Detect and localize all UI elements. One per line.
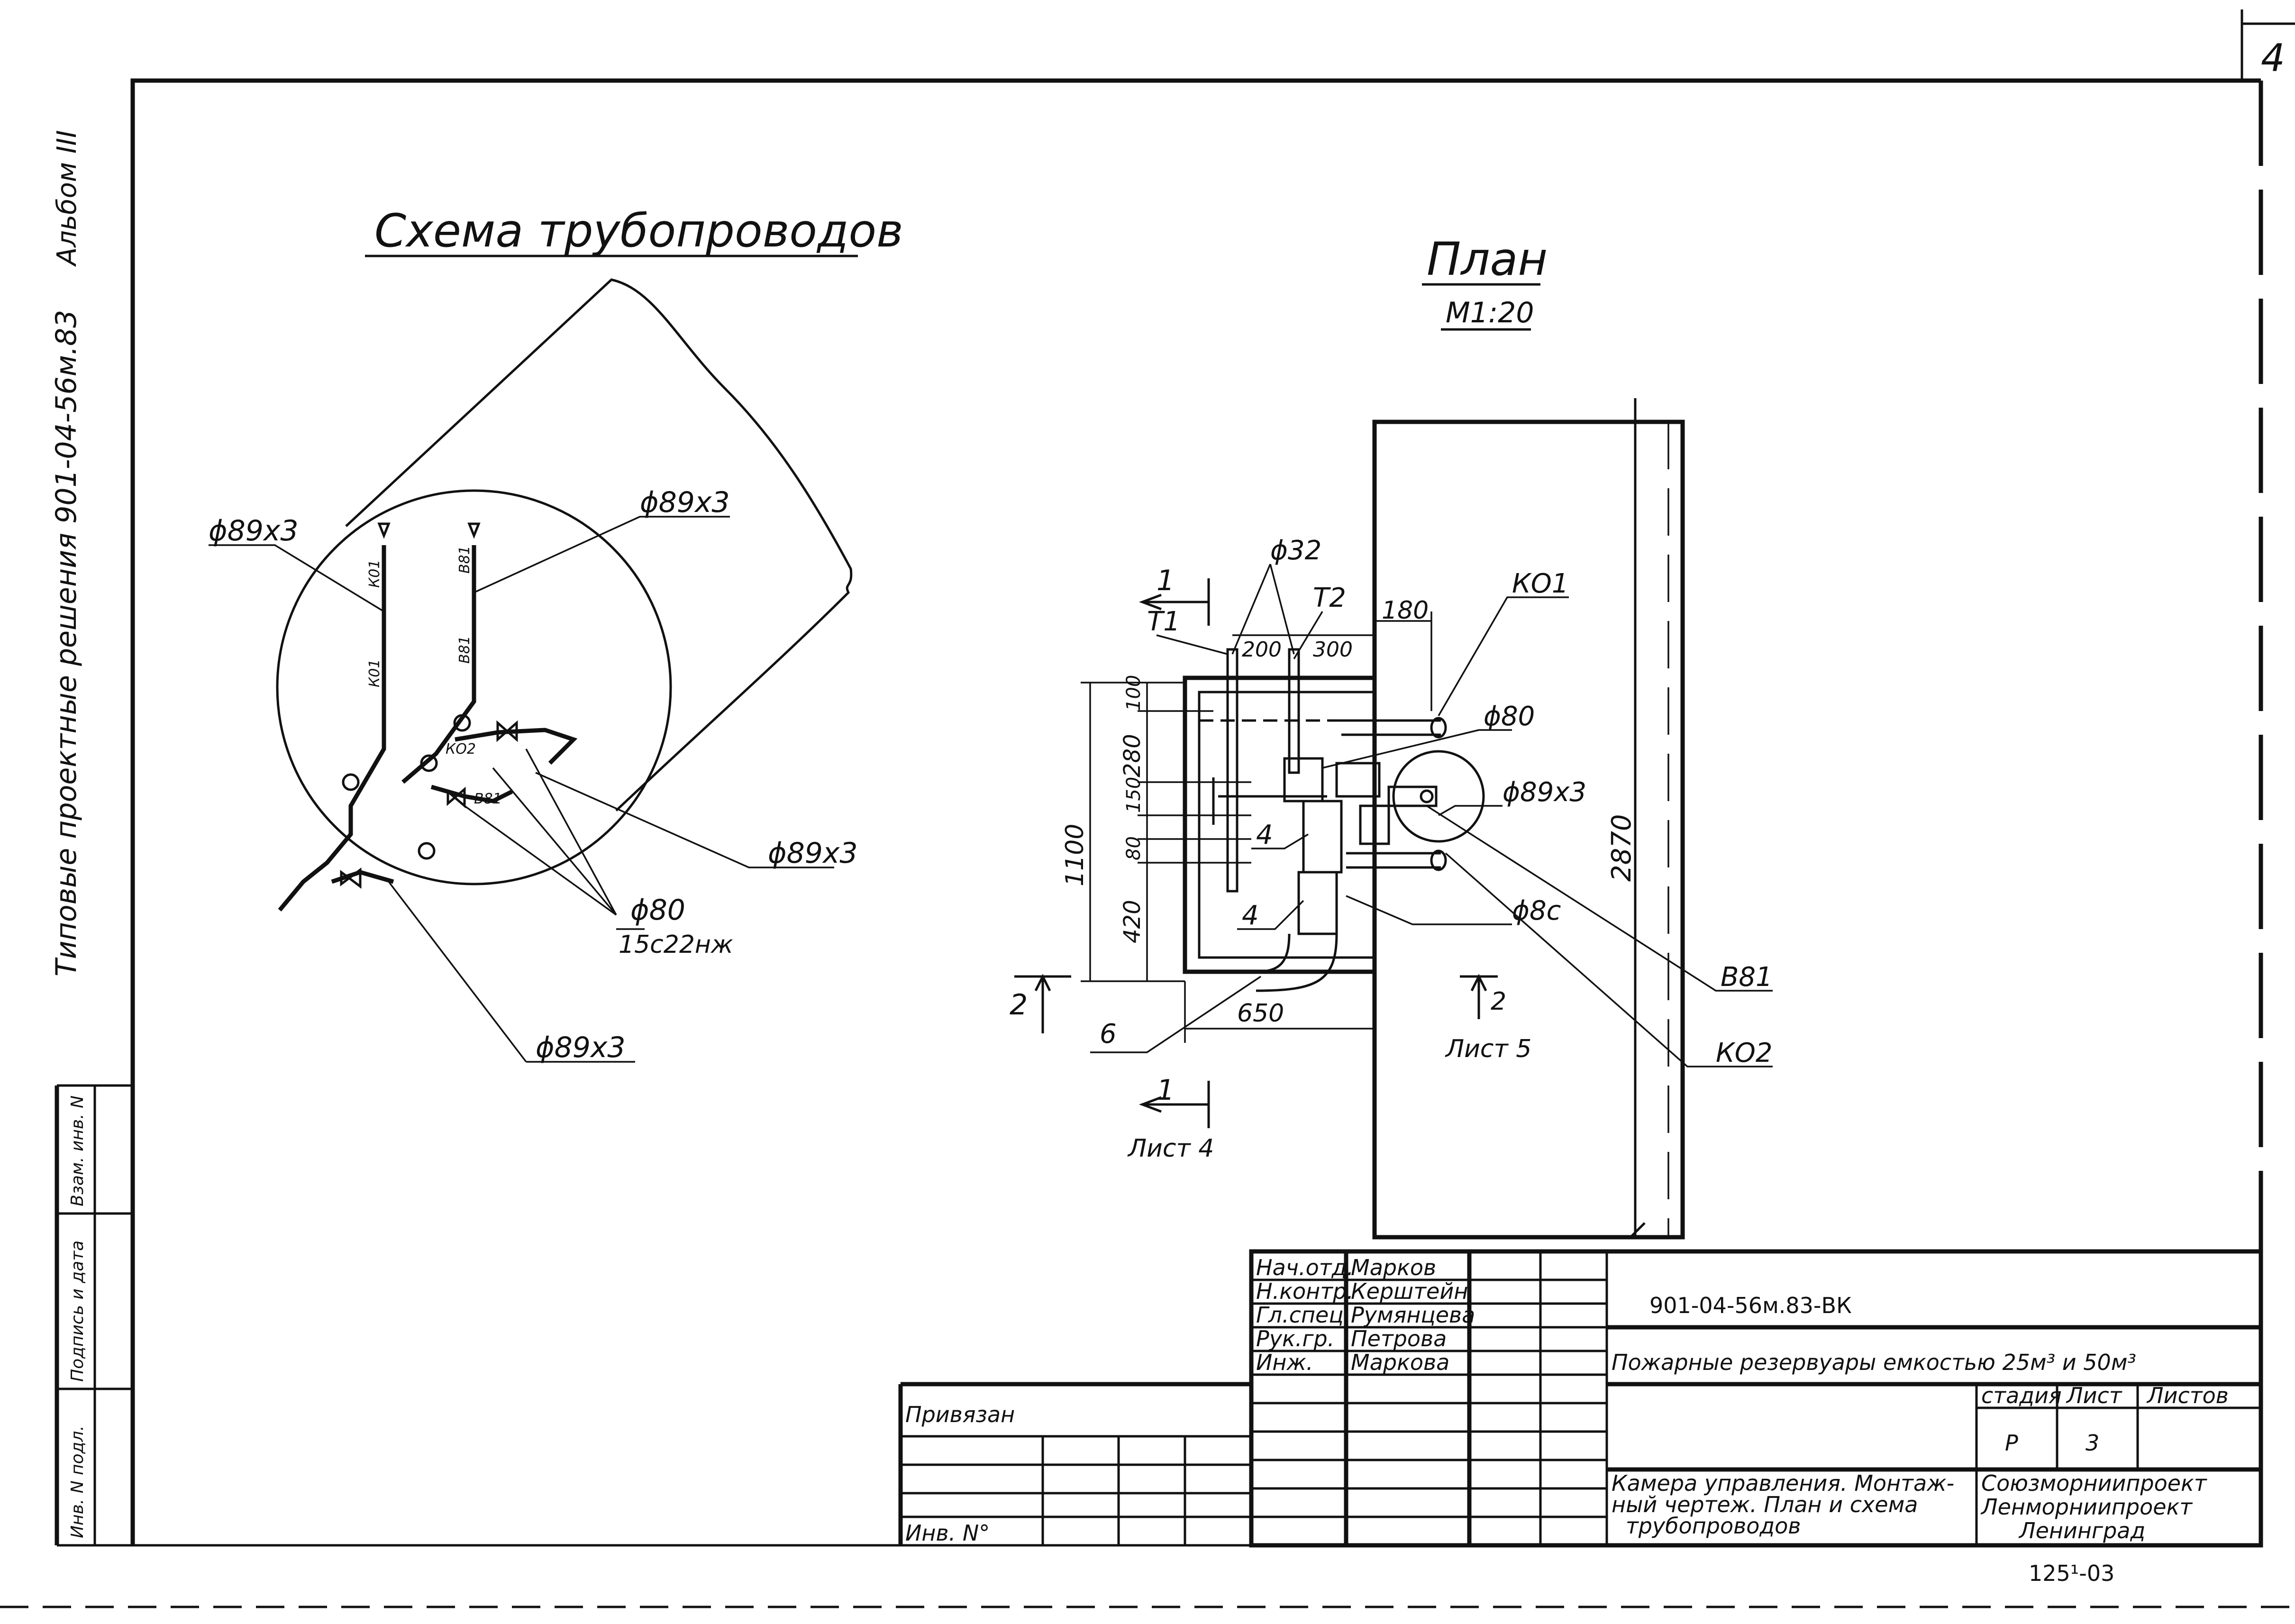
replace-inv-label: Взам. инв. N bbox=[68, 1095, 87, 1206]
title-block-text: Нач.отд. Н.контр. Гл.спец. Рук.гр. Инж. … bbox=[905, 1255, 2229, 1586]
plan-title: План bbox=[1427, 233, 1548, 286]
scheme-label-d89-top: ϕ89x3 bbox=[640, 486, 730, 519]
dim-280: 280 bbox=[1119, 734, 1146, 777]
stage-header: стадия bbox=[1981, 1383, 2062, 1408]
sheet-name-line-3: трубопроводов bbox=[1626, 1513, 1801, 1539]
sheet-value: 3 bbox=[2086, 1430, 2099, 1456]
scheme-pipe-tag: В81 bbox=[456, 636, 473, 664]
scheme-break-line bbox=[345, 278, 853, 812]
name-3: Петрова bbox=[1351, 1326, 1447, 1351]
scheme-circle bbox=[276, 489, 672, 885]
scheme-label-d80: ϕ80 bbox=[630, 894, 685, 927]
plan-label-v81: В81 bbox=[1721, 962, 1773, 993]
sheet-5-ref: Лист 5 bbox=[1445, 1035, 1531, 1063]
scheme-pipe-tag: В81 bbox=[456, 546, 473, 574]
city: Ленинград bbox=[2018, 1518, 2145, 1543]
role-3: Рук.гр. bbox=[1256, 1326, 1334, 1351]
bound-label: Привязан bbox=[905, 1402, 1015, 1427]
dim-180: 180 bbox=[1382, 596, 1429, 625]
section-1-top: 1 bbox=[1157, 564, 1175, 597]
title-block bbox=[898, 1249, 2263, 1548]
scheme-label-d89-bottom: ϕ89x3 bbox=[536, 1031, 626, 1064]
sheet-name-line-1: Камера управления. Монтаж- bbox=[1612, 1470, 1954, 1496]
sheet-corner-number: 4 bbox=[2261, 36, 2285, 80]
inv-label: Инв. N° bbox=[905, 1520, 990, 1546]
plan-label-6: 6 bbox=[1100, 1019, 1117, 1049]
scheme-leaders bbox=[209, 516, 834, 1063]
plan-label-ko2: КО2 bbox=[1716, 1038, 1772, 1068]
project-name: Пожарные резервуары емкостью 25м³ и 50м³ bbox=[1612, 1350, 2136, 1375]
sheets-header: Листов bbox=[2146, 1383, 2229, 1408]
plan-label-t2: Т2 bbox=[1313, 583, 1346, 613]
sheet-header: Лист bbox=[2066, 1383, 2122, 1408]
name-1: Керштейн bbox=[1351, 1278, 1468, 1304]
dim-200: 200 bbox=[1242, 638, 1282, 662]
name-2: Румянцева bbox=[1351, 1302, 1475, 1328]
scheme-pipes bbox=[278, 545, 578, 912]
dim-2870: 2870 bbox=[1606, 814, 1637, 882]
role-2: Гл.спец. bbox=[1256, 1302, 1350, 1328]
section-2-left: 2 bbox=[1010, 988, 1028, 1022]
plan-label-d32: ϕ32 bbox=[1270, 535, 1321, 566]
role-1: Н.контр. bbox=[1256, 1278, 1354, 1304]
plan-scale: М1:20 bbox=[1446, 296, 1534, 329]
scheme-pipe-tag: К01 bbox=[366, 659, 383, 687]
scheme-label-valve: 15с22нж bbox=[619, 931, 733, 959]
sheet-name-line-2: ный чертеж. План и схема bbox=[1612, 1492, 1918, 1517]
org-1: Союзморниипроект bbox=[1981, 1470, 2207, 1496]
plan-pipes bbox=[1212, 648, 1485, 992]
role-4: Инж. bbox=[1256, 1350, 1313, 1375]
plan-label-d80: ϕ80 bbox=[1484, 701, 1535, 732]
plan-label-d89: ϕ89x3 bbox=[1503, 777, 1586, 808]
inv-orig-label: Инв. N подл. bbox=[68, 1425, 87, 1538]
scheme-pipe-tag: В81 bbox=[474, 791, 502, 807]
org-2: Ленморниипроект bbox=[1980, 1494, 2193, 1520]
sheet-code: 125¹-03 bbox=[2029, 1560, 2114, 1586]
role-0: Нач.отд. bbox=[1256, 1255, 1354, 1280]
section-marks bbox=[1014, 578, 1498, 1128]
plan-label-4a: 4 bbox=[1256, 820, 1273, 850]
plan-dimensions bbox=[1081, 611, 1432, 1043]
dim-100: 100 bbox=[1123, 675, 1145, 711]
plan-leaders bbox=[1090, 564, 1773, 1067]
plan-label-t1: Т1 bbox=[1147, 606, 1180, 637]
drawing-code: 901-04-56м.83-ВК bbox=[1649, 1293, 1852, 1318]
scheme-label-d89-right: ϕ89x3 bbox=[768, 837, 858, 870]
dim-420: 420 bbox=[1119, 900, 1146, 943]
album-label: Альбом III bbox=[52, 130, 82, 267]
side-strip bbox=[55, 1084, 133, 1547]
dim-150: 150 bbox=[1123, 777, 1145, 813]
scheme-label-d89-left: ϕ89x3 bbox=[209, 514, 299, 547]
section-1-bottom: 1 bbox=[1157, 1074, 1175, 1107]
section-2-right: 2 bbox=[1491, 987, 1506, 1016]
plan-label-d8c: ϕ8с bbox=[1512, 895, 1561, 926]
series-label: Типовые проектные решения 901-04-56м.83 bbox=[50, 310, 83, 976]
sheet-4-ref: Лист 4 bbox=[1127, 1134, 1214, 1163]
plan-label-ko1: КО1 bbox=[1512, 568, 1568, 599]
scheme-pipe-tag: КО2 bbox=[446, 741, 476, 757]
sign-date-label: Подпись и дата bbox=[68, 1241, 87, 1382]
name-0: Марков bbox=[1351, 1255, 1436, 1280]
dim-1100: 1100 bbox=[1061, 824, 1089, 886]
name-4: Маркова bbox=[1351, 1350, 1449, 1375]
scheme-fittings bbox=[342, 714, 471, 860]
dim-650: 650 bbox=[1237, 999, 1284, 1028]
scheme-pipe-tag: К01 bbox=[366, 560, 383, 588]
scheme-title: Схема трубопроводов bbox=[374, 204, 903, 257]
plan-label-4b: 4 bbox=[1242, 900, 1259, 931]
dim-300: 300 bbox=[1313, 638, 1353, 662]
scheme-valves bbox=[340, 522, 518, 889]
stage-value: Р bbox=[2005, 1430, 2018, 1456]
dim-80: 80 bbox=[1123, 836, 1145, 860]
